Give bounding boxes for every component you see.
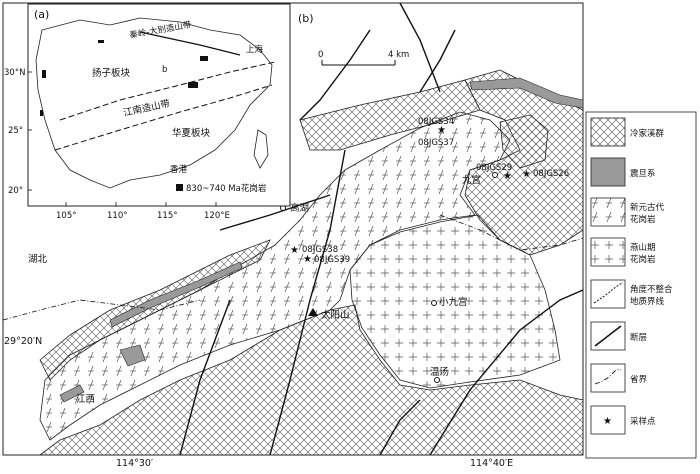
sinian-strip-4 bbox=[59, 384, 85, 403]
sinian-strip-2 bbox=[469, 77, 584, 109]
place-wentang: 温汤 bbox=[430, 367, 449, 378]
granite-patches bbox=[40, 40, 208, 116]
legend-swatch-unconformity bbox=[590, 279, 626, 309]
faults bbox=[179, 2, 584, 456]
scale-zero: 0 bbox=[318, 50, 323, 60]
xiaojiugong-marker bbox=[431, 300, 437, 306]
province-boundary-2 bbox=[439, 214, 584, 251]
sample-points: ★ 08JGS34 08JGS37 ★ 08JGS29 ★ 08JGS26 ★ … bbox=[290, 117, 569, 265]
granite-legend-swatch bbox=[176, 184, 183, 191]
legend-label-6: 省界 bbox=[630, 374, 648, 385]
sample-08JGS37: 08JGS37 bbox=[418, 138, 454, 148]
legend-star-icon: ★ bbox=[603, 416, 612, 427]
sample-star-29: ★ bbox=[503, 171, 512, 182]
taiyangshan-marker bbox=[308, 308, 318, 316]
legend-label-3b: 花岗岩 bbox=[630, 254, 656, 265]
inset-lon-105: 105° bbox=[56, 211, 76, 221]
inset-lat-20: 20° bbox=[8, 186, 23, 196]
label-yangtze: 扬子板块 bbox=[92, 67, 131, 79]
granite-legend-label: 830~740 Ma花岗岩 bbox=[186, 183, 267, 194]
lon-label-1: 114°30′ bbox=[116, 458, 153, 469]
label-cathaysia: 华夏板块 bbox=[172, 127, 211, 139]
main-map: 0 4 km (b) 高湖 湖北 江西 太阳山 九宫 小九宫 温汤 ★ 08JG… bbox=[2, 2, 584, 469]
lat-label-1: 29°20′N bbox=[4, 336, 42, 347]
scale-km: 4 km bbox=[388, 50, 409, 60]
sample-08JGS38: 08JGS38 bbox=[302, 245, 338, 255]
inset-map: (a) 秦岭-大别造山带 上海 扬子板块 b 江南造山带 华夏板块 香港 830… bbox=[4, 3, 291, 221]
lon-label-2: 114°40′E bbox=[470, 458, 513, 469]
panel-a-label: (a) bbox=[34, 8, 49, 21]
inset-lon-115: 115° bbox=[157, 211, 177, 221]
jiugong-marker bbox=[492, 172, 498, 178]
legend-swatch-yanshanian bbox=[590, 237, 626, 267]
sample-star-34: ★ bbox=[437, 125, 446, 136]
place-hubei: 湖北 bbox=[28, 254, 48, 265]
inset-landmass bbox=[35, 17, 273, 189]
legend-label-4a: 角度不整合 bbox=[630, 284, 673, 295]
place-gaohu: 高湖 bbox=[290, 202, 309, 214]
legend-swatch-sinian bbox=[590, 157, 626, 187]
label-b-marker: b bbox=[162, 65, 167, 75]
legend-label-7: 采样点 bbox=[630, 416, 656, 427]
inset-ticks bbox=[28, 71, 217, 206]
legend-label-2a: 新元古代 bbox=[630, 202, 665, 213]
inset-lat-25: 25° bbox=[8, 126, 23, 136]
sample-08JGS26: 08JGS26 bbox=[533, 169, 569, 179]
legend-label-3a: 燕山期 bbox=[630, 242, 656, 253]
sample-star-26: ★ bbox=[522, 169, 531, 180]
inset-lon-110: 110° bbox=[107, 211, 127, 221]
legend-label-2b: 花岗岩 bbox=[630, 214, 656, 225]
place-jiangxi: 江西 bbox=[76, 394, 95, 405]
inset-lat-30: 30°N bbox=[4, 68, 25, 78]
jiangnan-boundary-1 bbox=[59, 61, 276, 121]
sample-08JGS34: 08JGS34 bbox=[418, 117, 454, 127]
legend-label-4b: 地质界线 bbox=[630, 296, 665, 307]
inset-lon-120: 120°E bbox=[204, 211, 230, 221]
scale-bar: 0 4 km bbox=[318, 50, 409, 66]
qinling-dabie-line bbox=[139, 31, 241, 56]
sample-08JGS29: 08JGS29 bbox=[476, 163, 512, 173]
legend-swatch-lengjiaxi bbox=[590, 117, 626, 147]
lengjiaxi-window bbox=[499, 114, 549, 169]
legend-label-0: 冷家溪群 bbox=[630, 128, 665, 139]
panel-b-label: (b) bbox=[298, 12, 314, 25]
label-shanghai: 上海 bbox=[246, 44, 264, 55]
label-hongkong: 香港 bbox=[170, 164, 188, 175]
place-jiugong: 九宫 bbox=[462, 174, 481, 186]
legend-label-1: 震旦系 bbox=[630, 168, 656, 179]
sinian-strip-3 bbox=[119, 344, 146, 367]
inset-taiwan bbox=[253, 129, 269, 169]
jiangnan-boundary-2 bbox=[54, 84, 273, 151]
lengjiaxi-south bbox=[38, 304, 584, 456]
legend: 冷家溪群 震旦系 新元古代 花岗岩 燕山期 花岗岩 角度不整合 地质界线 断层 … bbox=[585, 111, 697, 459]
place-xiaojiugong: 小九宫 bbox=[439, 296, 468, 308]
legend-label-5: 断层 bbox=[630, 332, 647, 343]
wentang-marker bbox=[434, 377, 440, 383]
legend-swatch-sample bbox=[590, 405, 626, 435]
legend-swatch-neoproterozoic bbox=[590, 197, 626, 227]
sample-star-39: ★ bbox=[303, 254, 312, 265]
sample-star-38: ★ bbox=[290, 245, 299, 256]
sample-08JGS39: 08JGS39 bbox=[314, 255, 350, 265]
place-taiyangshan: 太阳山 bbox=[321, 309, 350, 321]
province-boundary bbox=[2, 299, 201, 321]
sinian-strip-1 bbox=[109, 261, 243, 328]
